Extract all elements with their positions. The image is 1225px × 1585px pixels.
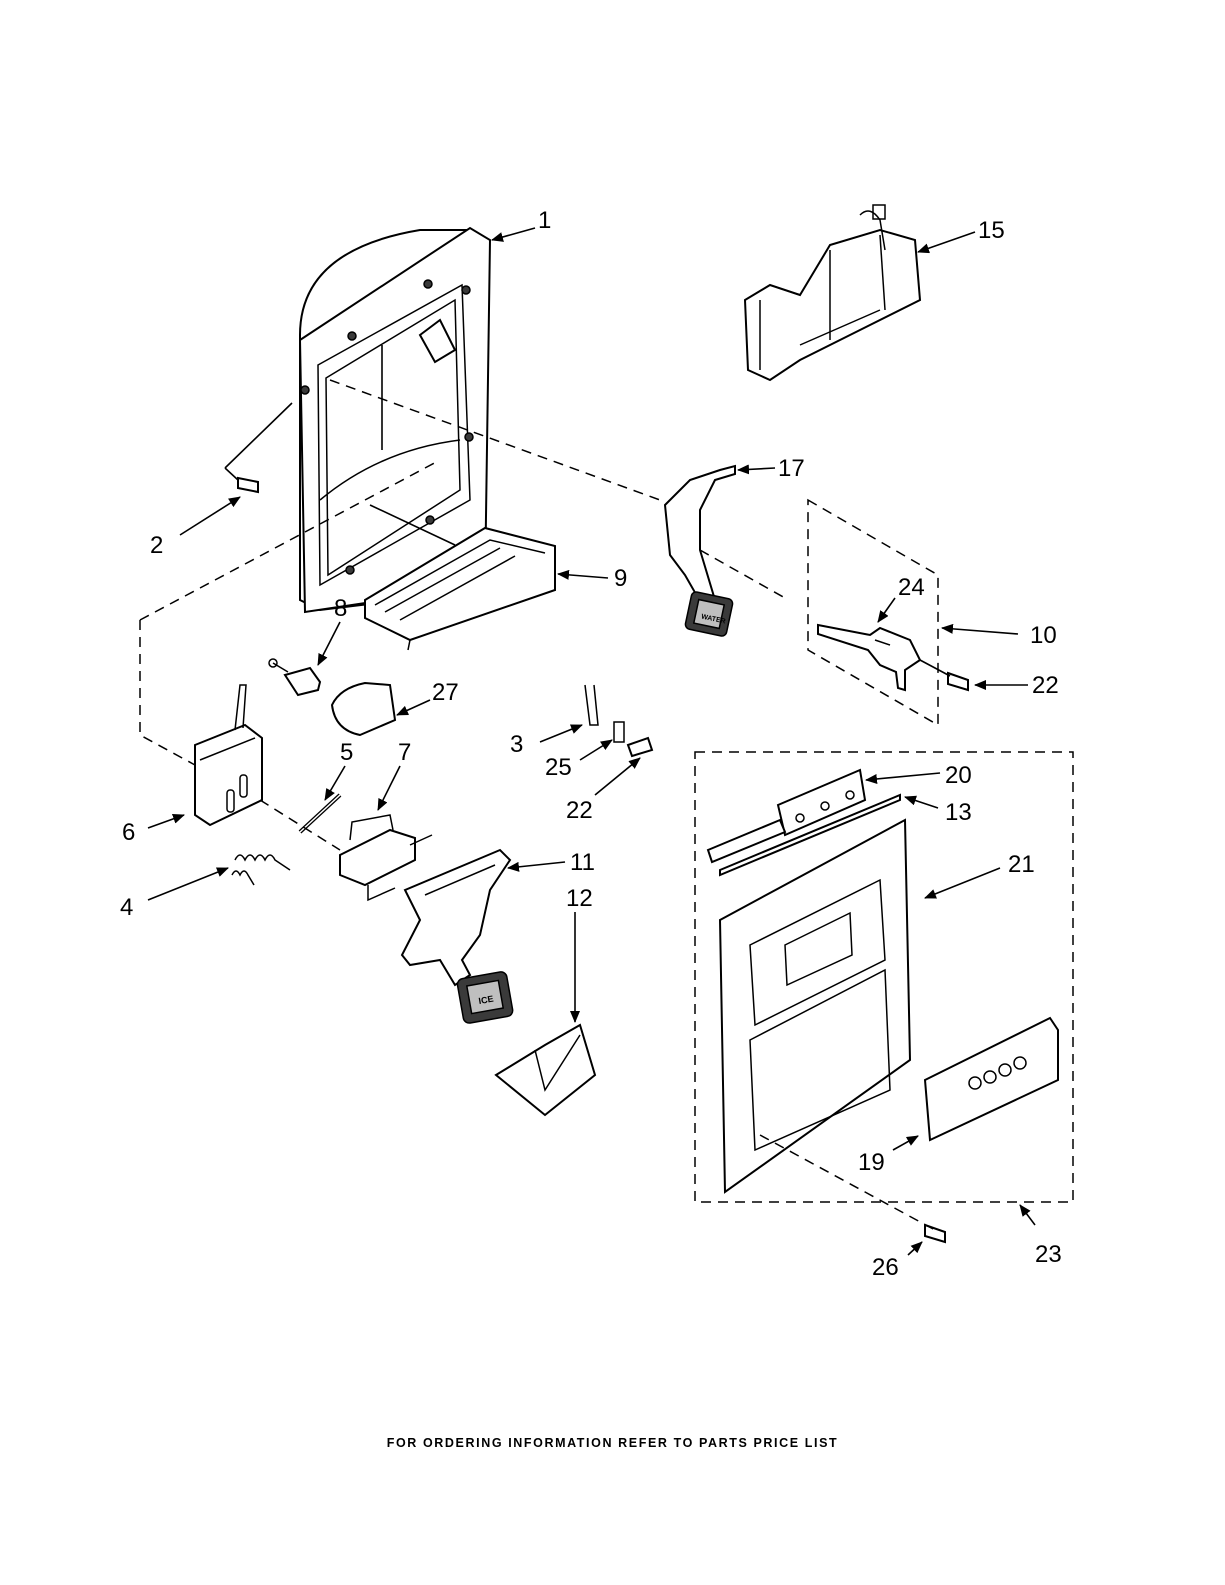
part-22-screw-right	[948, 673, 968, 690]
callout-9: 9	[614, 565, 627, 592]
part-2-screw	[238, 478, 258, 492]
callout-5: 5	[340, 739, 353, 766]
callout-22-right: 22	[1032, 672, 1059, 699]
part-23-group	[695, 752, 1073, 1202]
callout-27: 27	[432, 679, 459, 706]
callout-1: 1	[538, 207, 551, 234]
callout-17: 17	[778, 455, 805, 482]
callout-23: 23	[1035, 1241, 1062, 1268]
callout-15: 15	[978, 217, 1005, 244]
callout-7: 7	[398, 739, 411, 766]
part-12-chute	[496, 1025, 595, 1115]
callout-20: 20	[945, 762, 972, 789]
callout-26: 26	[872, 1254, 899, 1281]
callout-3: 3	[510, 731, 523, 758]
callout-6: 6	[122, 819, 135, 846]
part-3-25-hardware	[585, 685, 652, 756]
part-26-screw	[925, 1225, 945, 1242]
callout-25: 25	[545, 754, 572, 781]
callout-19: 19	[858, 1149, 885, 1176]
callout-24: 24	[898, 574, 925, 601]
ordering-info-note: FOR ORDERING INFORMATION REFER TO PARTS …	[0, 1436, 1225, 1450]
part-6-switch	[195, 685, 262, 825]
part-4-spring	[232, 855, 290, 885]
callout-12: 12	[566, 885, 593, 912]
callout-13: 13	[945, 799, 972, 826]
callout-8: 8	[334, 595, 347, 622]
part-10-group	[808, 500, 938, 725]
part-17-water-lever	[665, 466, 735, 637]
callout-4: 4	[120, 894, 133, 921]
callout-leaders	[148, 228, 1035, 1255]
part-5-pin	[300, 795, 340, 832]
part-8-solenoid	[269, 659, 320, 695]
part-11-ice-lever	[402, 850, 514, 1024]
callout-21: 21	[1008, 851, 1035, 878]
callout-22-middle: 22	[566, 797, 593, 824]
part-15-control-housing	[745, 205, 920, 380]
callout-11: 11	[570, 849, 595, 876]
part-27-cover	[332, 683, 395, 735]
callout-10: 10	[1030, 622, 1057, 649]
callout-2: 2	[150, 532, 163, 559]
